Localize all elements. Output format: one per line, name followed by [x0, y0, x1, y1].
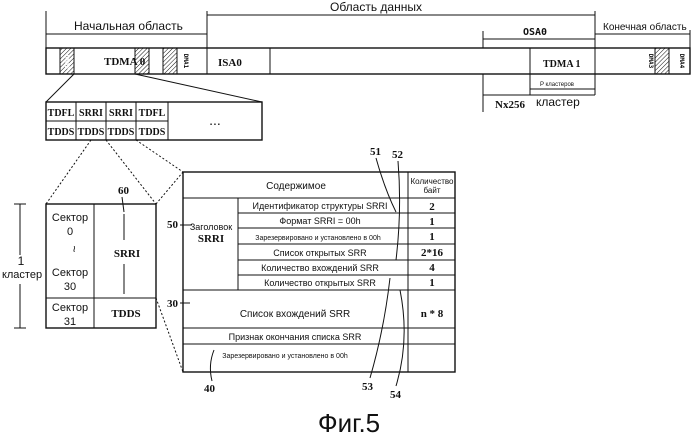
side-cluster-label: кластер	[2, 269, 42, 281]
tdma0-label: TDMA 0	[104, 56, 146, 68]
figure-caption: Фиг.5	[318, 408, 380, 438]
dma4-label: DMA4	[678, 54, 685, 69]
ref-52: 52	[392, 149, 404, 161]
side-cluster-num: 1	[18, 254, 25, 268]
sector-0: 0	[67, 226, 73, 238]
lead-out-area-label: Конечная область	[603, 21, 687, 33]
row-label-entry-list: Список вхождений SRR	[240, 309, 350, 320]
row-label-structure-id: Идентификатор структуры SRRI	[253, 201, 388, 211]
row-label-open-srr-list: Список открытых SRR	[273, 248, 367, 258]
ref-51: 51	[370, 146, 381, 158]
row-value-format: 1	[429, 216, 435, 228]
grid-cell-srri-2: SRRI	[109, 108, 133, 119]
row-label-list-terminator: Признак окончания списка SRR	[229, 332, 362, 342]
cluster-label-top: кластер	[536, 95, 580, 109]
header-content: Содержимое	[266, 181, 326, 192]
tdma-grid: TDFL SRRI SRRI TDFL TDDS TDDS TDDS TDDS …	[46, 102, 262, 204]
cluster-box: 60 1 кластер Сектор 0 ~ Сектор 30 Сектор…	[2, 172, 183, 372]
row-value-open-srr-list: 2*16	[421, 247, 444, 259]
ref-30: 30	[167, 298, 179, 310]
header-count-line1: Количество	[411, 177, 455, 186]
sector-31: 31	[64, 316, 76, 328]
grid-cell-tdfl-1: TDFL	[48, 108, 75, 119]
grid-ellipsis: ...	[209, 112, 221, 128]
tdma1-label: TDMA 1	[543, 59, 581, 70]
sector-30: 30	[64, 281, 76, 293]
sector-tilde: ~	[67, 245, 81, 252]
grid-cell-tdds-2: TDDS	[78, 127, 105, 138]
data-area-label: Область данных	[330, 0, 422, 14]
group-header-line1: Заголовок	[190, 222, 232, 232]
row-value-entry-list: n * 8	[421, 308, 444, 320]
group-header-line2: SRRI	[198, 233, 224, 245]
cluster-srri: SRRI	[114, 248, 140, 260]
sector-word-3: Сектор	[52, 302, 88, 314]
row-label-format: Формат SRRI = 00h	[279, 216, 360, 226]
row-label-entry-count: Количество вхождений SRR	[261, 263, 379, 273]
nx256-label: Nx256	[495, 99, 525, 111]
disc-layout: Начальная область Область данных Конечна…	[46, 0, 690, 112]
ref-50: 50	[167, 219, 179, 231]
lead-in-area-label: Начальная область	[74, 19, 183, 33]
grid-cell-srri-1: SRRI	[79, 108, 103, 119]
grid-cell-tdds-1: TDDS	[48, 127, 75, 138]
osa-label: OSA0	[523, 27, 547, 38]
ref-53: 53	[362, 381, 374, 393]
sector-word-2: Сектор	[52, 267, 88, 279]
row-label-open-count: Количество открытых SRR	[264, 278, 376, 288]
grid-cell-tdds-4: TDDS	[139, 127, 166, 138]
sector-word-1: Сектор	[52, 212, 88, 224]
ref-40: 40	[204, 383, 216, 395]
row-label-reserved-tail: Зарезервировано и установлено в 00h	[222, 353, 348, 360]
grid-cell-tdfl-2: TDFL	[139, 108, 166, 119]
row-value-entry-count: 4	[429, 262, 435, 274]
grid-cell-tdds-3: TDDS	[108, 127, 135, 138]
ref-60: 60	[118, 185, 130, 197]
row-value-open-count: 1	[429, 277, 435, 289]
row-value-structure-id: 2	[429, 201, 435, 213]
dma3-label: DMA3	[647, 54, 654, 69]
ref-54: 54	[390, 389, 402, 401]
row-label-reserved: Зарезервировано и установлено в 00h	[255, 235, 381, 242]
dma1-label: DMA1	[182, 54, 189, 69]
dma2-label: DMA2	[63, 55, 70, 70]
row-value-reserved: 1	[429, 231, 435, 243]
cluster-tdds: TDDS	[111, 308, 140, 320]
p-clusters-label: P кластеров	[540, 82, 574, 88]
header-count-line2: байт	[424, 186, 441, 195]
srri-table: Содержимое Количество байт Заголовок SRR…	[183, 172, 455, 372]
isa0-label: ISA0	[218, 57, 242, 69]
